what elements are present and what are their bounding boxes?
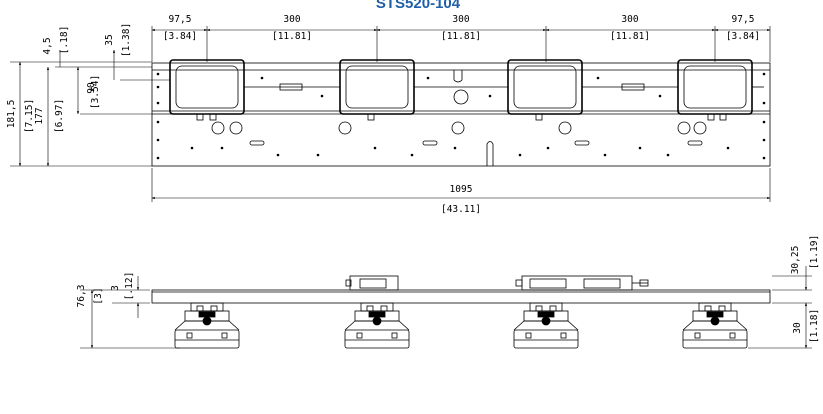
dim-left-35-inch: [1.38] [121,23,132,57]
dim-side-30-25-inch: [1.19] [809,235,820,269]
side-rail [151,289,771,304]
dim-left-181-5-mm: 181,5 [6,100,17,129]
dim-side-3-inch: [.12] [124,272,135,301]
side-view [151,275,771,304]
dim-top-1-mm: 97,5 [169,14,192,25]
dim-left-4-5-mm: 4,5 [42,37,53,54]
dim-width-mm: 1095 [450,184,473,195]
side-view-dimension-lines [80,266,812,349]
dim-top-3-inch: [11.81] [441,31,481,42]
top-view-dimension-lines [10,26,771,202]
module-1 [169,59,245,115]
dim-top-2-mm: 300 [283,14,300,25]
top-rail-outline [151,62,771,167]
dim-left-181-5-inch: [7.15] [24,99,35,133]
side-view-dimension-texts: 76,3 [3] 3 [.12] 30,25 [1.19] 30 [1.18] [76,235,820,343]
dim-side-30-inch: [1.18] [809,309,820,343]
top-view [151,59,771,167]
dim-left-90-inch: [3.54] [90,75,101,109]
dim-top-4-inch: [11.81] [610,31,650,42]
plate-dots [156,72,766,160]
dim-side-3-mm: 3 [110,285,121,291]
dim-top-2-inch: [11.81] [272,31,312,42]
foot-1 [174,302,240,349]
top-view-dimension-texts: 97,5 [3.84] 300 [11.81] 300 [11.81] 300 … [6,14,760,215]
dim-left-177-mm: 177 [34,107,45,124]
foot-2 [344,302,410,349]
foot-3 [513,302,579,349]
dim-top-1-inch: [3.84] [163,31,197,42]
dim-left-4-5-inch: [.18] [59,26,70,55]
dim-side-76-3-mm: 76,3 [76,285,87,308]
dim-left-90-mm: 90 [86,82,97,94]
dim-top-4-mm: 300 [621,14,638,25]
dim-top-5-mm: 97,5 [732,14,755,25]
dim-side-30-25-mm: 30,25 [790,246,801,275]
module-4 [677,59,753,115]
module-3 [507,59,583,115]
plate-holes [211,89,707,146]
dim-side-76-3-inch: [3] [93,287,104,304]
side-view-feet [174,302,748,349]
dim-top-5-inch: [3.84] [726,31,760,42]
module-2 [339,59,415,115]
dim-left-177-inch: [6.97] [54,99,65,133]
foot-4 [682,302,748,349]
drawing-title: STS520-104 [376,0,461,12]
dim-top-3-mm: 300 [452,14,469,25]
dim-side-30-mm: 30 [792,322,803,334]
dim-width-inch: [43.11] [441,204,481,215]
dim-left-35-mm: 35 [104,34,115,45]
